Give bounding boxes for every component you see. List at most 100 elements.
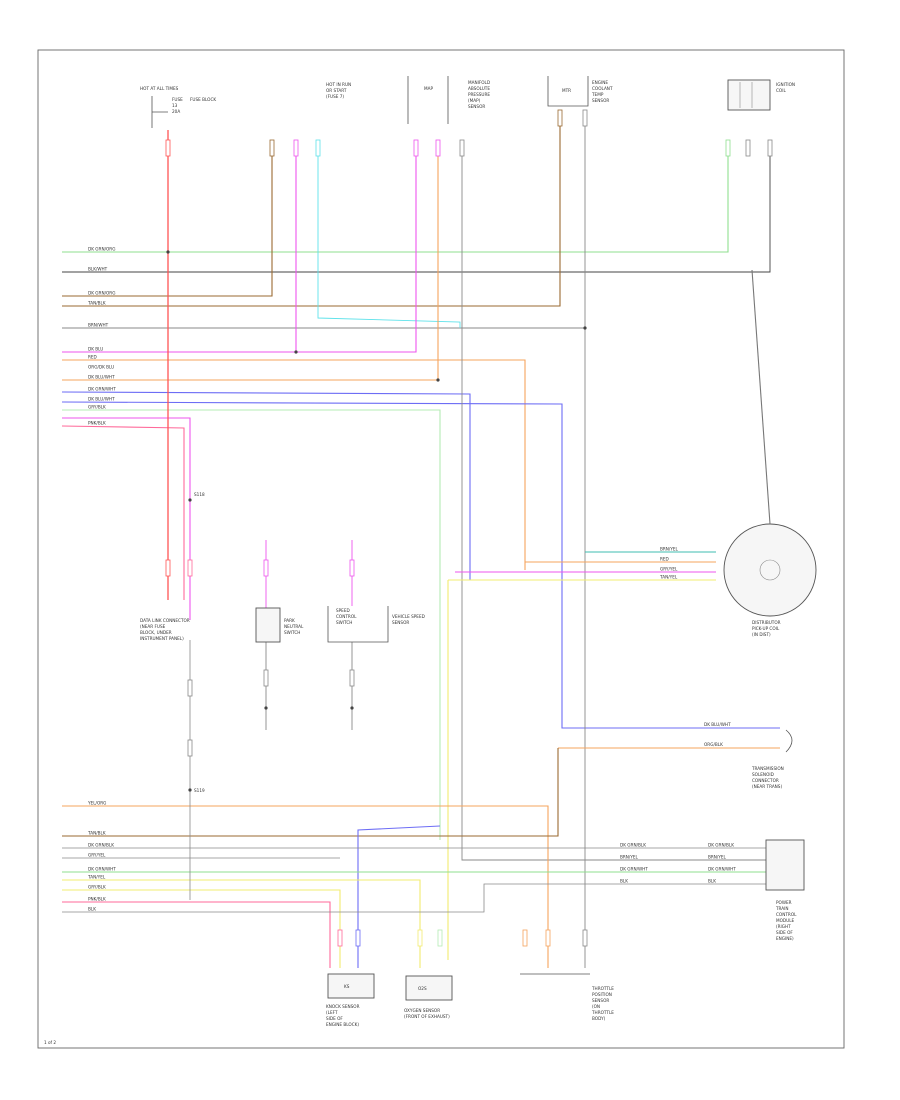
- wire-pnk-blk: [61, 425, 185, 600]
- splice-dot-1: [436, 378, 440, 382]
- wire-label-pcm-b-1: BRN/YEL: [708, 855, 727, 860]
- mid2-l0: SPEED: [336, 608, 350, 613]
- top3-l2: PRESSURE: [468, 92, 490, 97]
- pcm-l1: TRAIN: [775, 906, 789, 911]
- wire-label-left-8: DK BLU/WHT: [88, 375, 115, 380]
- connector-stub-6: [459, 139, 465, 157]
- mid1-l1: NEUTRAL: [284, 624, 304, 629]
- wire-label-left-4: BRN/WHT: [88, 323, 109, 328]
- hot-in-run-component: HOT IN RUN OR START (FUSE 7): [326, 82, 351, 99]
- pcm-l0: POWER: [776, 900, 792, 905]
- wire-label-low-4: DK GRN/WHT: [88, 867, 116, 872]
- wire-label-low-0: YEL/ORG: [87, 801, 106, 806]
- mid1-l0: PARK: [284, 618, 295, 623]
- wire-pnk-low: [62, 901, 331, 968]
- connector-stub-24: [522, 929, 528, 947]
- ign-amp: 20A: [172, 109, 180, 114]
- left-conn-l0: DATA LINK CONNECTOR: [140, 618, 190, 623]
- wire-label-left-1: BLK/WHT: [88, 267, 108, 272]
- wire-label-left-6: RED: [88, 355, 97, 360]
- wire-label-low-1: TAN/BLK: [87, 831, 106, 836]
- wire-blk-low: [62, 883, 766, 913]
- connector-stub-0: [165, 139, 171, 157]
- distributor-component: DISTRIBUTOR PICK-UP COIL (IN DIST): [723, 269, 817, 637]
- dist-l0: DISTRIBUTOR: [752, 620, 781, 625]
- top3-l0: MANIFOLD: [468, 80, 490, 85]
- trans-l0: TRANSMISSION: [751, 766, 784, 771]
- wire-label-left-5: DK BLU: [88, 347, 103, 352]
- pcm-l6: ENGINE): [776, 936, 794, 941]
- wire-dkgrn-org-top: [62, 140, 729, 253]
- wire-label-low-8: BLK: [88, 907, 96, 912]
- wire-label-left-7: ORG/DK BLU: [88, 365, 114, 370]
- wire-tan-blk-low: [62, 748, 559, 837]
- wire-violet-2: [296, 140, 417, 353]
- bot3-l5: BODY): [592, 1016, 606, 1021]
- trans-l3: (NEAR TRANS): [752, 784, 782, 789]
- bot3-l1: POSITION: [592, 992, 612, 997]
- splice-dot-2: [583, 326, 587, 330]
- wire-red-top: [62, 359, 526, 570]
- connector-stub-17: [263, 669, 269, 687]
- connector-stub-1: [269, 139, 275, 157]
- wire-label-trans-1: ORG/BLK: [704, 742, 723, 747]
- mid2-l2: SWITCH: [336, 620, 352, 625]
- wire-blk-wht: [62, 140, 771, 273]
- connector-stub-5: [435, 139, 441, 157]
- left-conn-l3: INSTRUMENT PANEL): [140, 636, 184, 641]
- wire-label-left-11: GRY/BLK: [88, 405, 106, 410]
- wire-label-pcm-a-0: DK GRN/BLK: [620, 843, 646, 848]
- bot2-l1: (FRONT OF EXHAUST): [404, 1014, 450, 1019]
- wire-label-left-2: DK GRN/ORG: [88, 291, 115, 296]
- connector-stub-4: [413, 139, 419, 157]
- bot1-l3: ENGINE BLOCK): [326, 1022, 359, 1027]
- connector-stub-12: [165, 559, 171, 577]
- ignition-coil-component: IGNITION COIL: [727, 79, 795, 111]
- oxygen-sensor-component: O2S OXYGEN SENSOR (FRONT OF EXHAUST): [404, 975, 453, 1019]
- wire-gry-blk: [62, 417, 191, 620]
- park-neutral-switch-component: PARK NEUTRAL SWITCH: [255, 607, 304, 643]
- wire-label-dist-0: BRN/YEL: [660, 547, 679, 552]
- pcm-l4: (RIGHT: [776, 924, 791, 929]
- top4-l2: TEMP: [591, 92, 604, 97]
- data-link-connector-component: DATA LINK CONNECTOR (NEAR FUSE BLOCK, UN…: [140, 618, 190, 641]
- wire-yel-org-low: [62, 805, 549, 968]
- ign-fuse-no: 13: [172, 103, 178, 108]
- top3-l3: (MAP): [468, 98, 481, 103]
- wire-label-pcm-b-0: DK GRN/BLK: [708, 843, 734, 848]
- connector-stub-22: [417, 929, 423, 947]
- wire-org-dkblu: [62, 140, 439, 381]
- connector-stub-10: [745, 139, 751, 157]
- wire-dkblu-wht-b: [61, 401, 780, 729]
- throttle-position-sensor-component: THROTTLE POSITION SENSOR (ON THROTTLE BO…: [520, 973, 614, 1021]
- top2-l0: HOT IN RUN: [326, 82, 351, 87]
- pcm-l2: CONTROL: [776, 912, 797, 917]
- wire-label-dist-2: GRY/YEL: [660, 567, 678, 572]
- wire-label-dist-1: RED: [660, 557, 669, 562]
- bot1-l1: (LEFT: [326, 1010, 338, 1015]
- top3-l1: ABSOLUTE: [468, 86, 490, 91]
- top3-label: MAP: [424, 86, 433, 91]
- bot3-l0: THROTTLE: [591, 986, 614, 991]
- mid1-l2: SWITCH: [284, 630, 300, 635]
- wire-dkgrn-org-2: [62, 140, 273, 297]
- top4-label: MTR: [562, 88, 571, 93]
- wire-label-low-2: DK GRN/BLK: [88, 843, 114, 848]
- bot3-l4: THROTTLE: [591, 1010, 614, 1015]
- wire-label-pcm-b-2: DK GRN/WHT: [708, 867, 736, 872]
- ignition-switch-component: HOT AT ALL TIMES FUSE 13 20A FUSE BLOCK: [140, 86, 216, 128]
- mid2-side1: SENSOR: [392, 620, 409, 625]
- wire-label-left-0: DK GRN/ORG: [88, 247, 115, 252]
- left-conn-l2: BLOCK, UNDER: [140, 630, 172, 635]
- connector-stub-18: [349, 559, 355, 577]
- top5-l1: COIL: [776, 88, 786, 93]
- connector-stub-20: [337, 929, 343, 947]
- connector-stub-13: [187, 559, 193, 577]
- splice-dot-0: [294, 350, 298, 354]
- trans-l1: SOLENOID: [752, 772, 774, 777]
- wire-label-left-12: PNK/BLK: [88, 421, 106, 426]
- page-number: 1 of 2: [44, 1040, 56, 1045]
- connector-stub-16: [263, 559, 269, 577]
- wire-label-left-3: TAN/BLK: [87, 301, 106, 306]
- connector-stub-11: [767, 139, 773, 157]
